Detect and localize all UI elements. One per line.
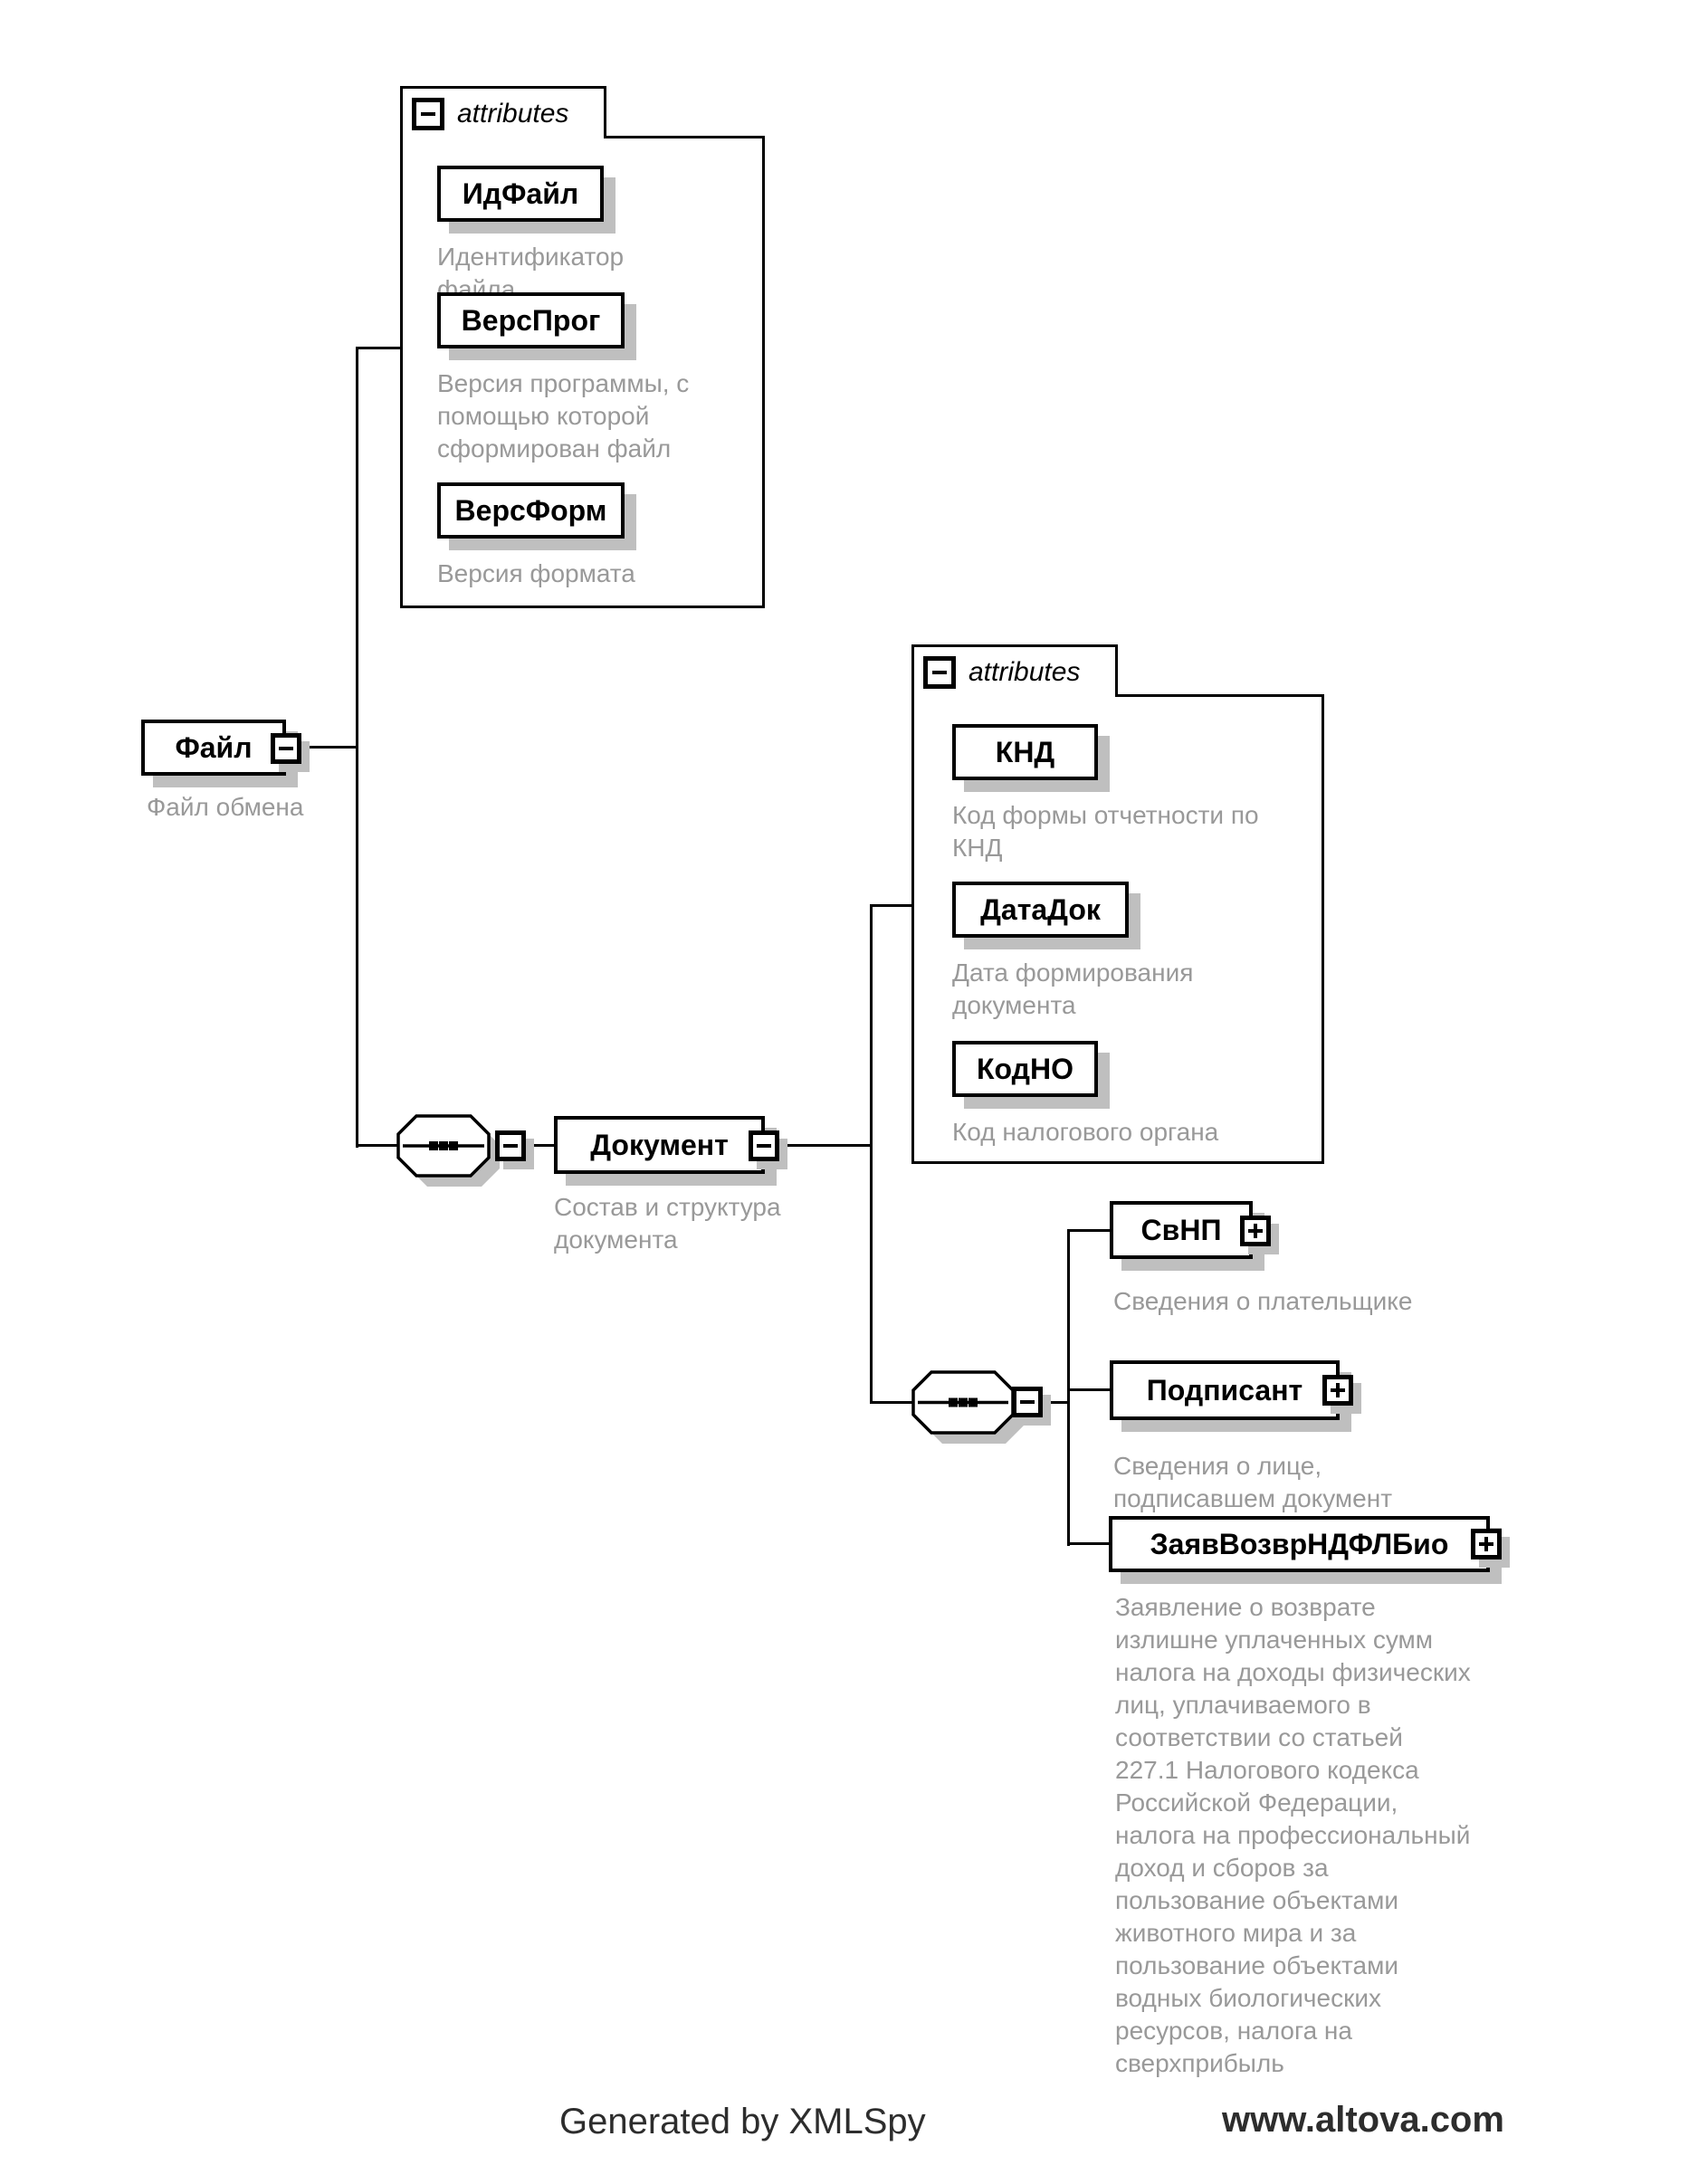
- attribute-box-kodno[interactable]: КодНО: [952, 1041, 1098, 1097]
- attribute-name: ВерсФорм: [454, 493, 607, 527]
- connector-line: [870, 904, 873, 1404]
- collapse-button[interactable]: [1012, 1387, 1043, 1417]
- collapse-button[interactable]: [495, 1130, 526, 1161]
- attributes-panel-tab[interactable]: attributes: [911, 644, 1118, 697]
- element-name: Документ: [590, 1128, 729, 1161]
- element-box-zayavvozvrndflbio[interactable]: ЗаявВозврНДФЛБио: [1109, 1516, 1490, 1572]
- sequence-icon[interactable]: [911, 1370, 1026, 1446]
- annotation: Состав и структура документа: [554, 1193, 781, 1254]
- element-box-file[interactable]: Файл: [141, 720, 286, 776]
- collapse-button[interactable]: [749, 1130, 779, 1161]
- element-name: ЗаявВозврНДФЛБио: [1150, 1527, 1449, 1560]
- connector-line: [871, 904, 911, 907]
- connector-line: [778, 1144, 872, 1147]
- attribute-box-versform[interactable]: ВерсФорм: [437, 482, 625, 539]
- attributes-panel: [400, 138, 765, 608]
- annotation: Заявление о возврате излишне уплаченных …: [1115, 1593, 1471, 2077]
- annotation: Дата формирования документа: [952, 958, 1194, 1019]
- attribute-box-idfile[interactable]: ИдФайл: [437, 166, 604, 222]
- annotation: Версия программы, с помощью которой сфор…: [437, 369, 690, 463]
- element-name: Подписант: [1146, 1373, 1303, 1407]
- attribute-box-datadok[interactable]: ДатаДок: [952, 882, 1129, 938]
- expand-button[interactable]: [1240, 1216, 1271, 1246]
- connector-line: [357, 1144, 398, 1147]
- annotation: Версия формата: [437, 559, 635, 587]
- connector-line: [300, 746, 358, 749]
- annotation: Код формы отчетности по КНД: [952, 801, 1259, 862]
- collapse-icon[interactable]: [412, 97, 444, 130]
- connector-line: [357, 347, 400, 349]
- connector-line: [1068, 1229, 1110, 1232]
- annotation: Сведения о лице, подписавшем документ: [1113, 1452, 1393, 1512]
- attribute-name: ИдФайл: [462, 176, 579, 210]
- element-name: СвНП: [1140, 1213, 1222, 1246]
- connector-line: [1068, 1542, 1109, 1545]
- connector-line: [1041, 1401, 1069, 1404]
- attributes-panel: [911, 697, 1324, 1164]
- element-box-document[interactable]: Документ: [554, 1116, 765, 1174]
- footer-generated-label: Generated by XMLSpy: [559, 2102, 926, 2141]
- attribute-box-versprog[interactable]: ВерсПрог: [437, 292, 625, 348]
- connector-line: [1067, 1229, 1070, 1546]
- attribute-name: ВерсПрог: [461, 303, 601, 337]
- annotation: Файл обмена: [147, 793, 304, 821]
- connector-line: [356, 347, 358, 1148]
- attribute-name: КНД: [995, 735, 1055, 768]
- attribute-name: КодНО: [977, 1052, 1073, 1085]
- attribute-name: ДатаДок: [980, 892, 1101, 926]
- collapse-icon[interactable]: [923, 655, 956, 689]
- footer-altova-url: www.altova.com: [1222, 2100, 1504, 2140]
- element-box-svnp[interactable]: СвНП: [1110, 1201, 1253, 1259]
- attributes-label: attributes: [457, 98, 569, 129]
- connector-line: [524, 1144, 554, 1147]
- attributes-panel-tab[interactable]: attributes: [400, 86, 606, 138]
- annotation: Сведения о плательщике: [1113, 1287, 1413, 1315]
- attributes-panel-border: [604, 136, 765, 138]
- attribute-box-knd[interactable]: КНД: [952, 724, 1098, 780]
- collapse-button[interactable]: [271, 733, 301, 764]
- attributes-label: attributes: [969, 656, 1081, 687]
- annotation: Код налогового органа: [952, 1118, 1219, 1146]
- connector-line: [871, 1401, 913, 1404]
- expand-button[interactable]: [1471, 1529, 1502, 1559]
- element-name: Файл: [175, 730, 253, 764]
- attributes-panel-border: [1115, 694, 1324, 697]
- connector-line: [1068, 1388, 1110, 1391]
- sequence-icon[interactable]: [396, 1114, 501, 1188]
- element-box-podpisant[interactable]: Подписант: [1110, 1360, 1340, 1420]
- expand-button[interactable]: [1322, 1375, 1353, 1406]
